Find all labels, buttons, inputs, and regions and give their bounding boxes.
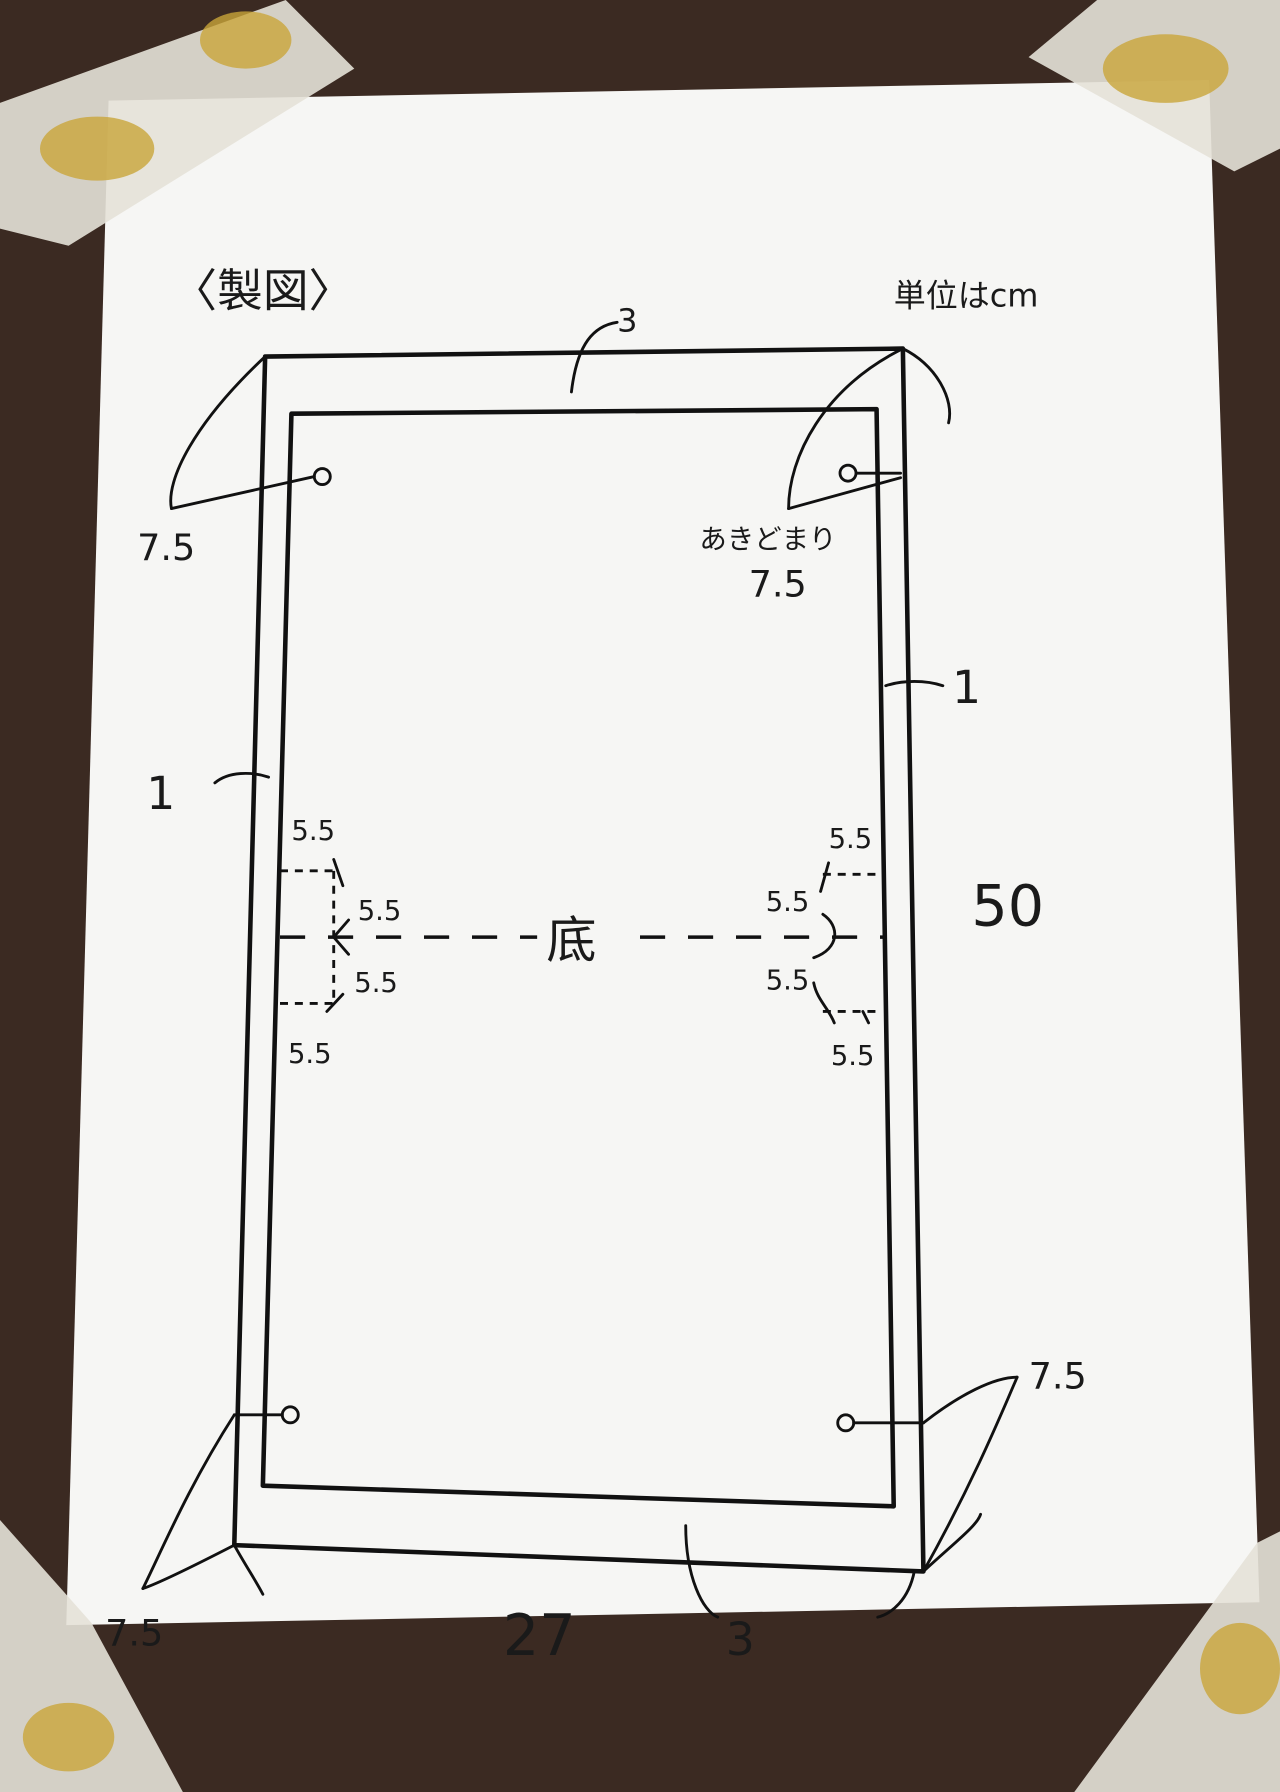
width-label: 27 [503, 1603, 576, 1669]
bottom-hem-label: 3 [726, 1613, 755, 1666]
gusset-right-label: 5.5 [766, 887, 810, 918]
height-label: 50 [971, 874, 1044, 940]
bottom-fold-label: 底 [546, 911, 596, 970]
gusset-left-label: 5.5 [354, 968, 398, 999]
masking-tape-top-left [0, 0, 355, 246]
gusset-marks-right [812, 861, 880, 1025]
masking-tape-top-right [1028, 0, 1280, 172]
masking-tape-bottom-right [1074, 1531, 1280, 1792]
paper-sheet [66, 80, 1260, 1626]
right-seam-label: 1 [952, 661, 981, 714]
corner-top-right-label: 7.5 [749, 563, 807, 606]
opening-stop-label: あきどまり [699, 525, 836, 556]
top-hem-label: 3 [617, 301, 637, 339]
dimension-leaders [141, 320, 1019, 1619]
left-seam-label: 1 [146, 767, 175, 820]
gusset-right-label: 5.5 [829, 824, 873, 855]
gusset-right-label: 5.5 [766, 966, 810, 997]
corner-bottom-left-label: 7.5 [105, 1612, 163, 1655]
gusset-left-label: 5.5 [291, 816, 335, 847]
gusset-left-label: 5.5 [288, 1039, 332, 1070]
unit-note: 単位はcm [894, 276, 1039, 314]
drawing-title: 〈製図〉 [171, 264, 354, 317]
corner-bottom-right-label: 7.5 [1029, 1355, 1087, 1398]
inner-finished-line [260, 406, 896, 1509]
gusset-right-label: 5.5 [831, 1041, 875, 1072]
masking-tape-bottom-left [0, 1520, 183, 1792]
gusset-marks-left [280, 857, 350, 1013]
opening-stop-marks [170, 463, 925, 1433]
gusset-left-label: 5.5 [358, 896, 402, 927]
corner-top-left-label: 7.5 [137, 526, 195, 569]
